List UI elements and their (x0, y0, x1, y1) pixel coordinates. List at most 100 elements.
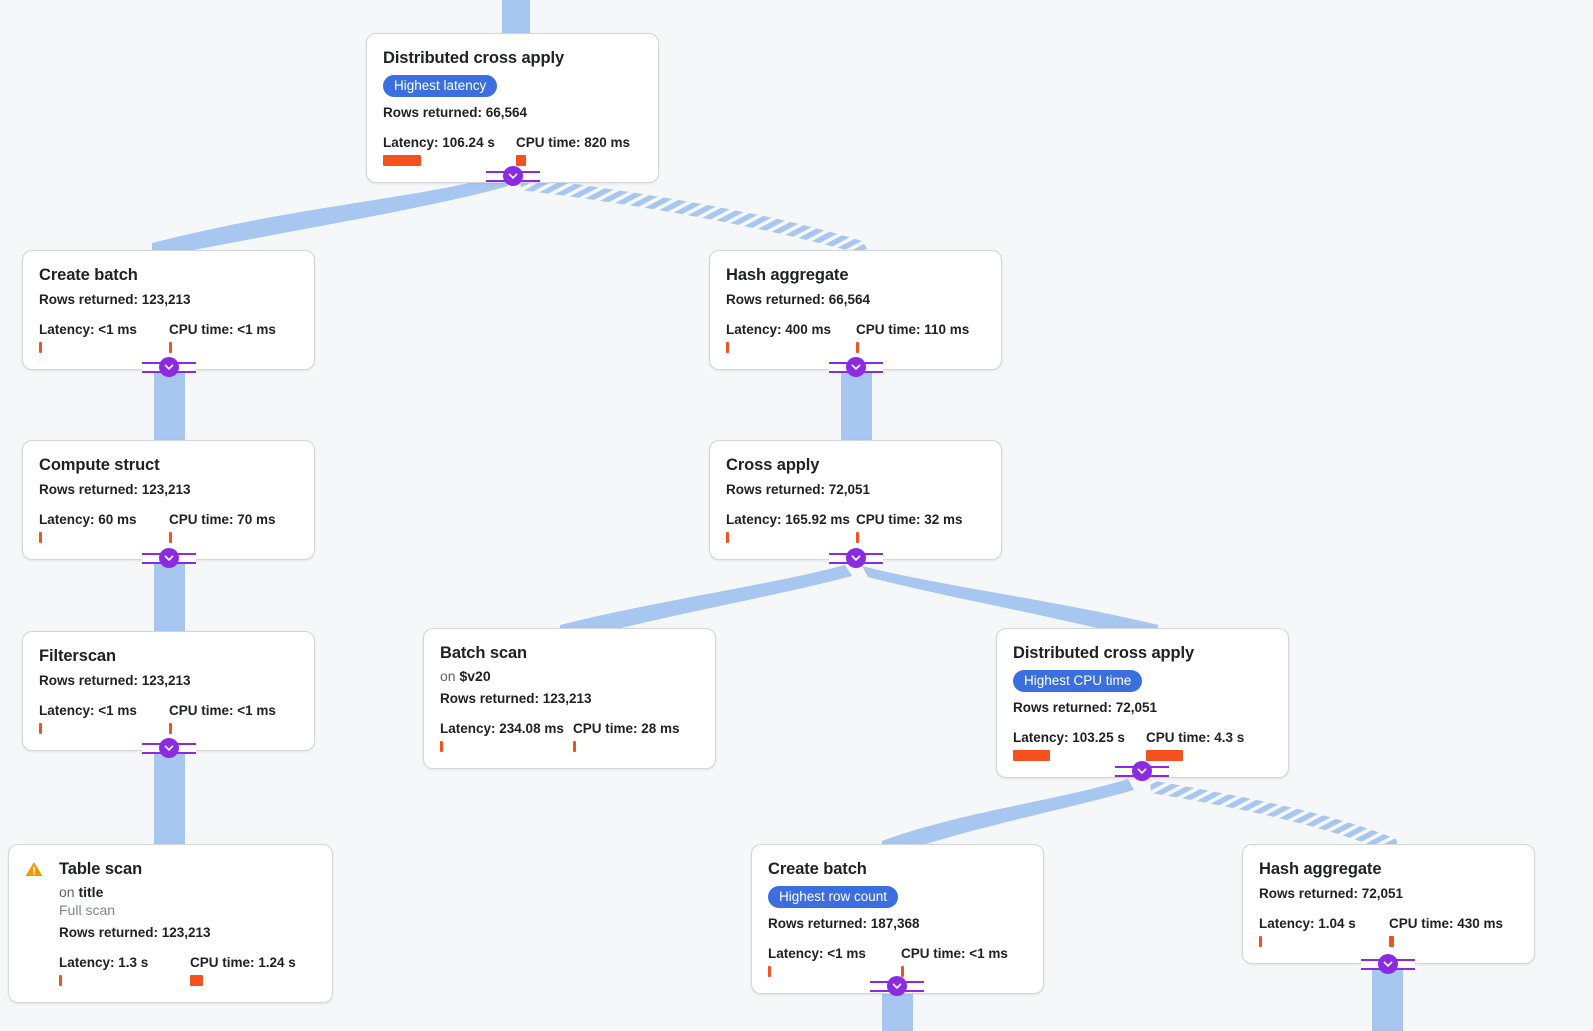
cpu-bar (901, 966, 904, 977)
cpu-bar (190, 975, 203, 986)
cpu-metric: CPU time: 28 ms (573, 721, 680, 752)
latency-bar (1259, 936, 1262, 947)
rows-returned: Rows returned: 123,213 (39, 292, 191, 307)
plan-node-batch-scan[interactable]: Batch scan on $v20 Rows returned: 123,21… (423, 628, 716, 769)
cpu-metric: CPU time: <1 ms (901, 946, 1008, 977)
status-badge: Highest CPU time (1013, 670, 1143, 692)
latency-metric: Latency: 103.25 s (1013, 730, 1146, 761)
node-scan-type: Full scan (59, 902, 116, 918)
chevron-down-icon (887, 976, 907, 996)
latency-bar (440, 741, 443, 752)
cpu-metric: CPU time: 820 ms (516, 135, 630, 166)
latency-bar (726, 532, 729, 543)
latency-bar (768, 966, 771, 977)
node-metrics: Latency: 1.04 s CPU time: 430 ms (1259, 916, 1518, 947)
connector-compute-struct[interactable] (142, 548, 196, 568)
cpu-bar (573, 741, 576, 752)
latency-metric: Latency: 165.92 ms (726, 512, 856, 543)
latency-metric: Latency: <1 ms (39, 703, 169, 734)
connector-hash-aggregate-upper[interactable] (829, 357, 883, 377)
latency-metric: Latency: <1 ms (768, 946, 901, 977)
cpu-metric: CPU time: 430 ms (1389, 916, 1503, 947)
plan-node-compute-struct[interactable]: Compute struct Rows returned: 123,213 La… (22, 440, 315, 560)
plan-node-distributed-cross-apply-lower[interactable]: Distributed cross apply Highest CPU time… (996, 628, 1289, 778)
connector-create-batch-left[interactable] (142, 357, 196, 377)
cpu-metric: CPU time: 1.24 s (190, 955, 296, 986)
node-metrics: Latency: 1.3 s CPU time: 1.24 s (59, 955, 316, 986)
connector-create-batch-lower[interactable] (870, 976, 924, 996)
chevron-down-icon (159, 357, 179, 377)
node-on-target: on $v20 (440, 668, 491, 684)
node-metrics: Latency: 60 ms CPU time: 70 ms (39, 512, 298, 543)
edge-root-to-hash-aggregate (520, 176, 874, 258)
status-badge: Highest row count (768, 886, 899, 908)
cpu-metric: CPU time: 4.3 s (1146, 730, 1244, 761)
plan-node-cross-apply[interactable]: Cross apply Rows returned: 72,051 Latenc… (709, 440, 1002, 560)
node-metrics: Latency: 165.92 ms CPU time: 32 ms (726, 512, 985, 543)
chevron-down-icon (503, 166, 523, 186)
node-title: Create batch (768, 860, 867, 878)
node-title: Hash aggregate (1259, 860, 1382, 878)
latency-bar (59, 975, 62, 986)
plan-node-hash-aggregate-lower[interactable]: Hash aggregate Rows returned: 72,051 Lat… (1242, 844, 1535, 964)
warning-icon (25, 861, 43, 877)
node-metrics: Latency: 106.24 s CPU time: 820 ms (383, 135, 642, 166)
cpu-bar (169, 723, 172, 734)
latency-metric: Latency: 106.24 s (383, 135, 516, 166)
node-title: Hash aggregate (726, 266, 849, 284)
rows-returned: Rows returned: 123,213 (440, 691, 592, 706)
cpu-metric: CPU time: <1 ms (169, 703, 276, 734)
node-on-target: on title (59, 884, 104, 900)
rows-returned: Rows returned: 187,368 (768, 916, 920, 931)
rows-returned: Rows returned: 123,213 (39, 673, 191, 688)
latency-bar (39, 532, 42, 543)
cpu-metric: CPU time: 32 ms (856, 512, 963, 543)
plan-node-filterscan[interactable]: Filterscan Rows returned: 123,213 Latenc… (22, 631, 315, 751)
latency-bar (383, 155, 421, 166)
node-metrics: Latency: <1 ms CPU time: <1 ms (39, 322, 298, 353)
plan-node-hash-aggregate-upper[interactable]: Hash aggregate Rows returned: 66,564 Lat… (709, 250, 1002, 370)
cpu-bar (169, 342, 172, 353)
plan-node-create-batch-lower[interactable]: Create batch Highest row count Rows retu… (751, 844, 1044, 994)
edge-create-batch-to-compute-struct (154, 366, 185, 444)
cpu-bar (169, 532, 172, 543)
node-title: Distributed cross apply (383, 49, 565, 67)
plan-node-distributed-cross-apply-root[interactable]: Distributed cross apply Highest latency … (366, 33, 659, 183)
edge-compute-struct-to-filterscan (154, 557, 185, 635)
node-metrics: Latency: <1 ms CPU time: <1 ms (768, 946, 1027, 977)
connector-filterscan[interactable] (142, 738, 196, 758)
chevron-down-icon (1132, 761, 1152, 781)
node-title: Create batch (39, 266, 138, 284)
cpu-bar (856, 532, 859, 543)
node-title: Cross apply (726, 456, 820, 474)
rows-returned: Rows returned: 123,213 (59, 925, 211, 940)
rows-returned: Rows returned: 72,051 (726, 482, 871, 497)
edge-root-to-create-batch (152, 175, 508, 258)
node-metrics: Latency: <1 ms CPU time: <1 ms (39, 703, 298, 734)
latency-bar (39, 723, 42, 734)
connector-cross-apply[interactable] (829, 548, 883, 568)
chevron-down-icon (159, 738, 179, 758)
node-title: Distributed cross apply (1013, 644, 1195, 662)
rows-returned: Rows returned: 123,213 (39, 482, 191, 497)
latency-bar (1013, 750, 1050, 761)
connector-distributed-cross-apply-lower[interactable] (1115, 761, 1169, 781)
rows-returned: Rows returned: 66,564 (383, 105, 528, 120)
connector-hash-aggregate-lower[interactable] (1361, 954, 1415, 974)
chevron-down-icon (846, 357, 866, 377)
plan-node-create-batch-left[interactable]: Create batch Rows returned: 123,213 Late… (22, 250, 315, 370)
rows-returned: Rows returned: 66,564 (726, 292, 871, 307)
rows-returned: Rows returned: 72,051 (1013, 700, 1158, 715)
node-metrics: Latency: 400 ms CPU time: 110 ms (726, 322, 985, 353)
rows-returned: Rows returned: 72,051 (1259, 886, 1404, 901)
plan-node-table-scan[interactable]: Table scan on title Full scan Rows retur… (8, 844, 333, 1003)
edge-outflow-hash-aggregate-lower (1372, 965, 1403, 1031)
cpu-bar (856, 342, 859, 353)
latency-metric: Latency: 400 ms (726, 322, 856, 353)
node-metrics: Latency: 103.25 s CPU time: 4.3 s (1013, 730, 1272, 761)
chevron-down-icon (159, 548, 179, 568)
connector-distributed-cross-apply-root[interactable] (486, 166, 540, 186)
cpu-bar (1389, 936, 1394, 947)
edge-hash-aggregate-to-cross-apply (841, 366, 872, 444)
